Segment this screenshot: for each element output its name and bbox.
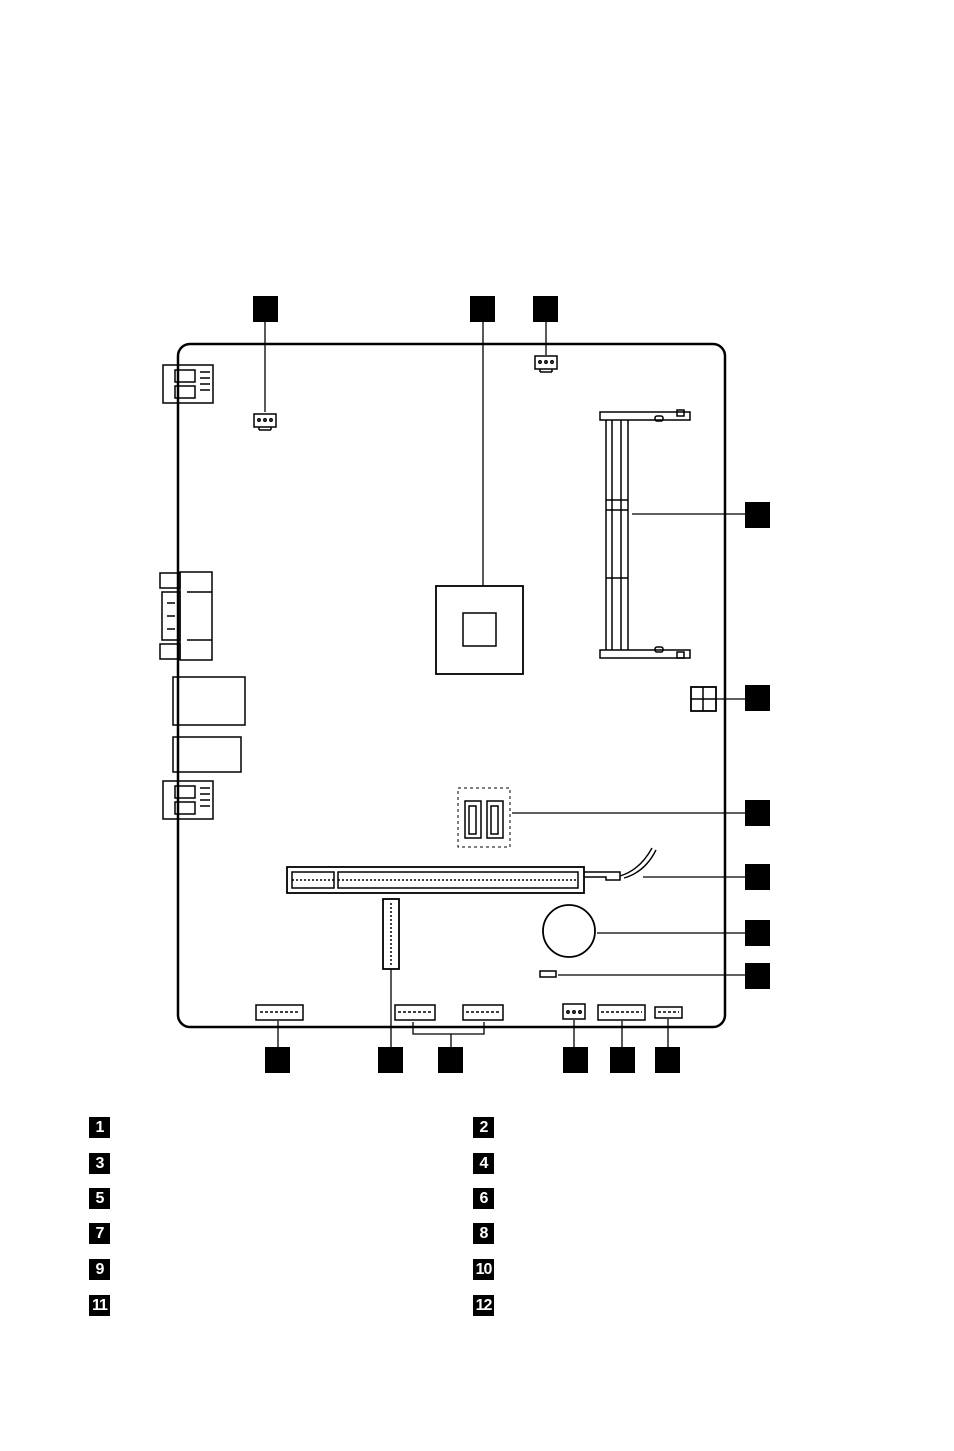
coin-battery — [543, 905, 595, 957]
memory-slots — [600, 410, 690, 658]
cmos-jumper — [540, 971, 556, 977]
fan-connector-left — [254, 414, 276, 430]
mini-card-slot — [383, 899, 399, 969]
rear-port-block-1 — [173, 677, 245, 725]
fan-connector-top — [535, 356, 557, 372]
header-serial — [655, 1007, 682, 1018]
header-front-panel — [598, 1005, 645, 1020]
sata-connectors — [458, 788, 510, 847]
cpu-socket — [436, 586, 523, 674]
rear-port-bottom — [163, 781, 213, 819]
pcie-x16-slot — [287, 848, 656, 893]
rear-port-top — [163, 365, 213, 403]
rear-port-block-2 — [173, 737, 241, 772]
power-connector-4pin — [691, 687, 716, 711]
board-outline — [178, 344, 725, 1027]
header-usb-1 — [395, 1005, 435, 1020]
serial-connector — [160, 572, 212, 660]
header-front-audio — [256, 1005, 303, 1020]
header-usb-2 — [463, 1005, 503, 1020]
cpu-die — [463, 613, 496, 646]
diagram-callout-markers — [253, 296, 770, 1073]
leader-lines — [265, 322, 745, 1047]
fan-connector-bottom — [563, 1004, 585, 1019]
